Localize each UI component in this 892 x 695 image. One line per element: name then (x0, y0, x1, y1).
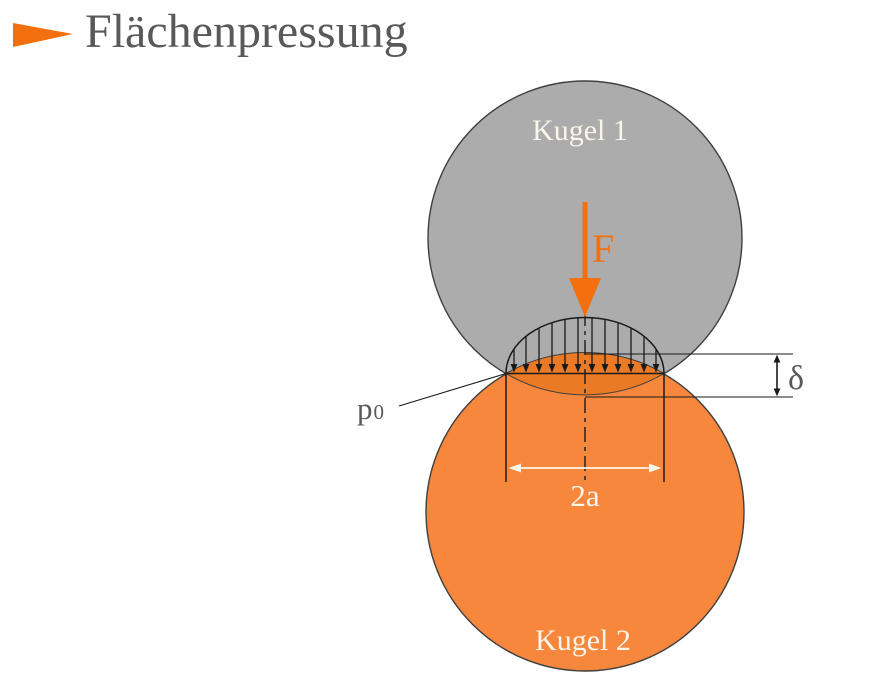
width-arrow (508, 463, 662, 473)
force-arrow (569, 202, 601, 317)
bullet-triangle-icon (13, 23, 73, 48)
force-label: F (592, 226, 614, 271)
delta-label: δ (788, 360, 804, 397)
pressure-arrows (510, 317, 660, 373)
delta-arrow (773, 354, 781, 397)
width-label: 2a (570, 478, 600, 513)
p0-label: p0 (357, 391, 384, 426)
pressure-curve (505, 316, 665, 374)
page-title: Flächenpressung (85, 5, 408, 58)
sphere1-label: Kugel 1 (532, 114, 628, 147)
title-row: Flächenpressung (13, 5, 408, 59)
sphere2-label: Kugel 2 (535, 624, 631, 657)
p0-leader-line (398, 372, 507, 407)
